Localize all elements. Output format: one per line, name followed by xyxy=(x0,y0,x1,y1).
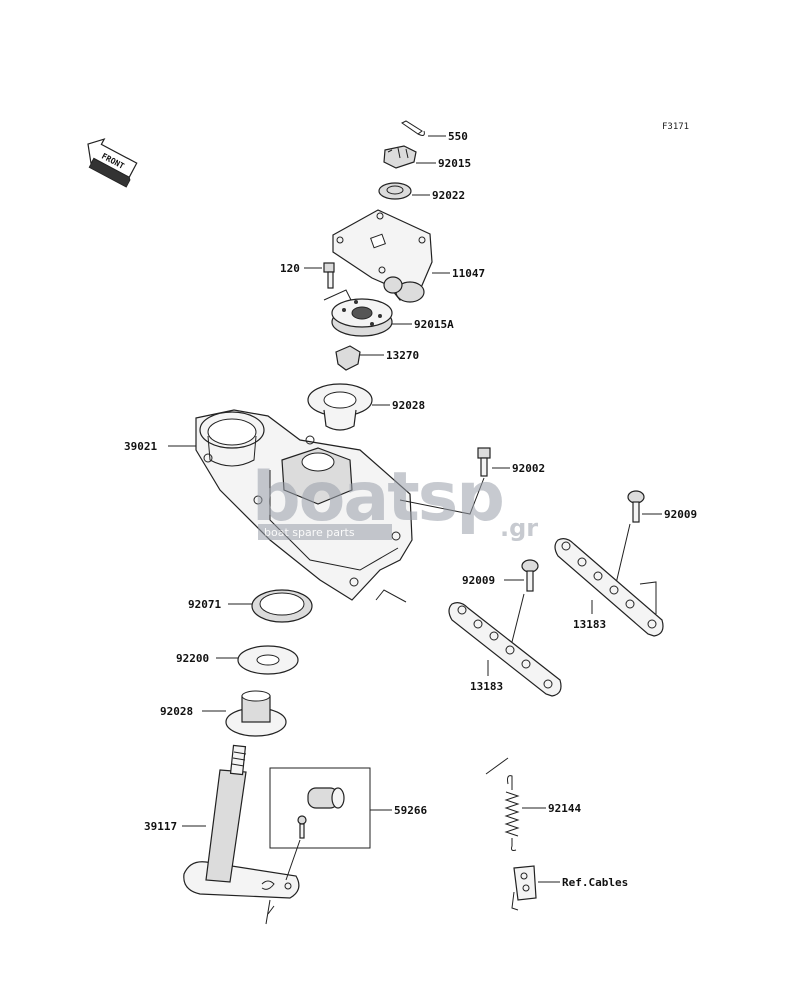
part-92009-bolt-right: 92009 xyxy=(613,490,697,593)
label-92028-lower: 92028 xyxy=(160,705,193,718)
label-92144: 92144 xyxy=(548,802,581,815)
label-59266: 59266 xyxy=(394,804,427,817)
label-92009-right: 92009 xyxy=(664,508,697,521)
part-120-bolt: 120 xyxy=(280,262,353,303)
label-39117: 39117 xyxy=(144,820,177,833)
label-13183-right: 13183 xyxy=(573,618,606,631)
part-92144-spring: 92144 xyxy=(485,757,581,851)
part-92015-nut: 92015 xyxy=(383,145,471,170)
label-13270: 13270 xyxy=(386,349,419,362)
label-11047: 11047 xyxy=(452,267,485,280)
part-92015a-nut-plate: 92015A xyxy=(331,298,454,337)
part-92028-bushing-lower: 92028 xyxy=(160,690,287,737)
part-13270: 13270 xyxy=(335,345,419,371)
part-92200-washer: 92200 xyxy=(176,645,299,675)
watermark-tagline-bar xyxy=(258,524,392,540)
label-92009-left: 92009 xyxy=(462,574,495,587)
part-39117-shaft: 39117 xyxy=(144,744,300,925)
label-92200: 92200 xyxy=(176,652,209,665)
part-550-cotter-pin: 550 xyxy=(401,120,468,143)
part-92022-washer: 92022 xyxy=(378,182,465,202)
watermark-logo: boatsp .gr boat spare parts xyxy=(252,458,538,542)
label-13183-left: 13183 xyxy=(470,680,503,693)
label-92015a: 92015A xyxy=(414,318,454,331)
front-arrow-icon: FRONT xyxy=(87,138,138,188)
label-92071: 92071 xyxy=(188,598,221,611)
part-92071-seal: 92071 xyxy=(188,589,313,623)
label-39021: 39021 xyxy=(124,440,157,453)
part-92002-bolt: 92002 xyxy=(399,447,545,515)
label-92015: 92015 xyxy=(438,157,471,170)
label-ref-cables: Ref.Cables xyxy=(562,876,628,889)
part-11047-bracket: 11047 xyxy=(332,209,485,303)
part-13183-plate-left: 13183 xyxy=(448,602,562,697)
watermark-brand-text: boatsp xyxy=(252,458,503,537)
part-92009-bolt-left: 92009 xyxy=(462,559,539,651)
diagram-code: F3171 xyxy=(662,122,689,132)
label-92022: 92022 xyxy=(432,189,465,202)
part-39021-housing: 39021 xyxy=(124,409,413,603)
part-ref-cables-clip: Ref.Cables xyxy=(511,865,628,911)
label-92028-upper: 92028 xyxy=(392,399,425,412)
label-92002: 92002 xyxy=(512,462,545,475)
part-59266-kit: 59266 xyxy=(269,767,427,881)
watermark-tagline: boat spare parts xyxy=(264,526,355,539)
part-13183-plate-right: 13183 xyxy=(554,538,664,637)
label-550: 550 xyxy=(448,130,468,143)
part-92028-bushing-upper: 92028 xyxy=(307,383,425,431)
label-120: 120 xyxy=(280,262,300,275)
watermark-tld: .gr xyxy=(500,514,538,542)
